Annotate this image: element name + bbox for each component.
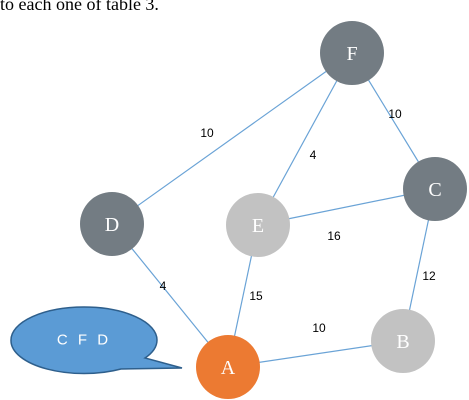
edge-labels-layer: 10 10 4 16 4 15 12 10 (160, 107, 436, 335)
node-circle-f (320, 21, 384, 85)
node-circle-d (80, 192, 144, 256)
caption-fragment: to each one of table 3. (0, 0, 159, 14)
node-label-c: C (428, 179, 441, 201)
node-circle-b (371, 309, 435, 373)
callout-bubble (10, 306, 183, 375)
node-label-e: E (252, 215, 264, 237)
node-label-d: D (105, 214, 119, 236)
node-d: D (80, 192, 144, 256)
edge-weight-f-c: 10 (388, 107, 402, 121)
node-label-f: F (346, 43, 357, 65)
node-f: F (320, 21, 384, 85)
edge-weight-e-c: 16 (327, 229, 341, 243)
node-circle-c (403, 157, 467, 221)
nodes-layer: F C D E A B (80, 21, 467, 399)
edge-weight-c-b: 12 (422, 269, 436, 283)
edge-weight-f-d: 10 (200, 126, 214, 140)
edge-f-d (111, 52, 353, 225)
node-a: A (196, 335, 260, 399)
edge-weight-d-a: 4 (160, 279, 167, 293)
node-e: E (226, 193, 290, 257)
edge-f-e (257, 52, 353, 226)
node-c: C (403, 157, 467, 221)
node-label-b: B (396, 331, 409, 353)
edge-weight-a-b: 10 (312, 321, 326, 335)
node-circle-a (196, 335, 260, 399)
edge-weight-e-a: 15 (249, 289, 263, 303)
callout-layer: C F D (10, 306, 183, 375)
edge-weight-f-e: 4 (310, 148, 317, 162)
node-b: B (371, 309, 435, 373)
node-label-a: A (221, 357, 236, 379)
callout-text: C F D (57, 332, 111, 349)
node-circle-e (226, 193, 290, 257)
